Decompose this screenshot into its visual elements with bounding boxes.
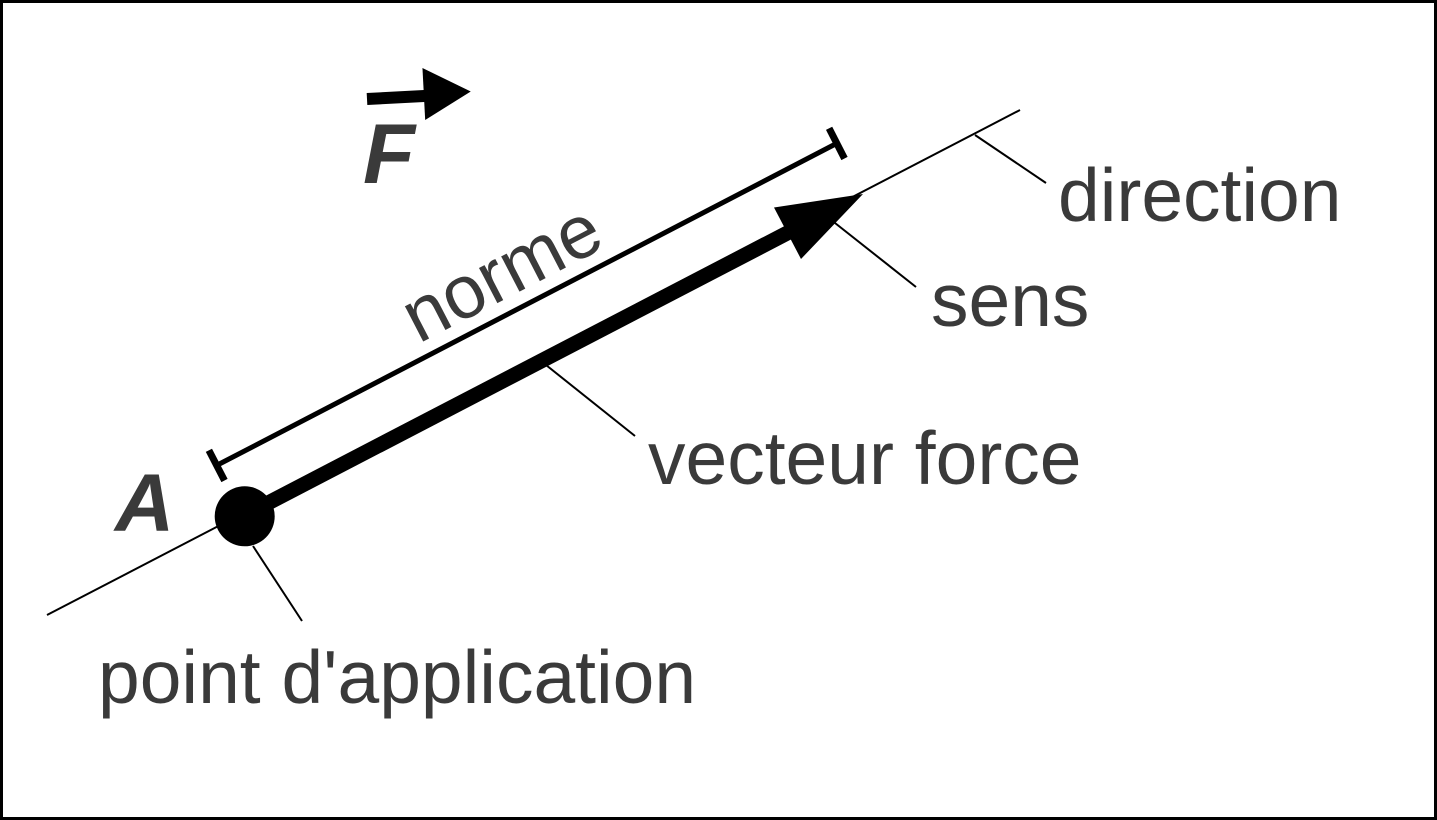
leader-sens xyxy=(834,222,917,288)
vector-arrowhead-icon xyxy=(774,194,863,259)
point-symbol-a: A xyxy=(113,458,174,549)
vector-notation-group xyxy=(366,68,471,120)
force-symbol-f: F xyxy=(363,107,417,202)
application-point-dot xyxy=(214,486,275,547)
label-direction: direction xyxy=(1058,153,1341,237)
leader-direction xyxy=(974,134,1047,184)
force-vector-diagram: F A norme direction sens vecteur force p… xyxy=(46,68,1341,719)
label-point-application: point d'application xyxy=(98,635,696,719)
leader-point-application xyxy=(252,545,303,622)
vector-notation-arrow-shaft xyxy=(366,89,430,105)
norm-measure-tick-end xyxy=(825,126,848,161)
vector-notation-arrow-icon xyxy=(422,68,471,120)
norm-measure-line xyxy=(215,141,838,468)
label-sens: sens xyxy=(931,258,1089,342)
vector-shaft xyxy=(239,222,799,523)
label-vecteur-force: vecteur force xyxy=(648,416,1082,500)
norm-measure-tick-start xyxy=(205,448,228,483)
leader-vecteur-force xyxy=(545,364,636,437)
